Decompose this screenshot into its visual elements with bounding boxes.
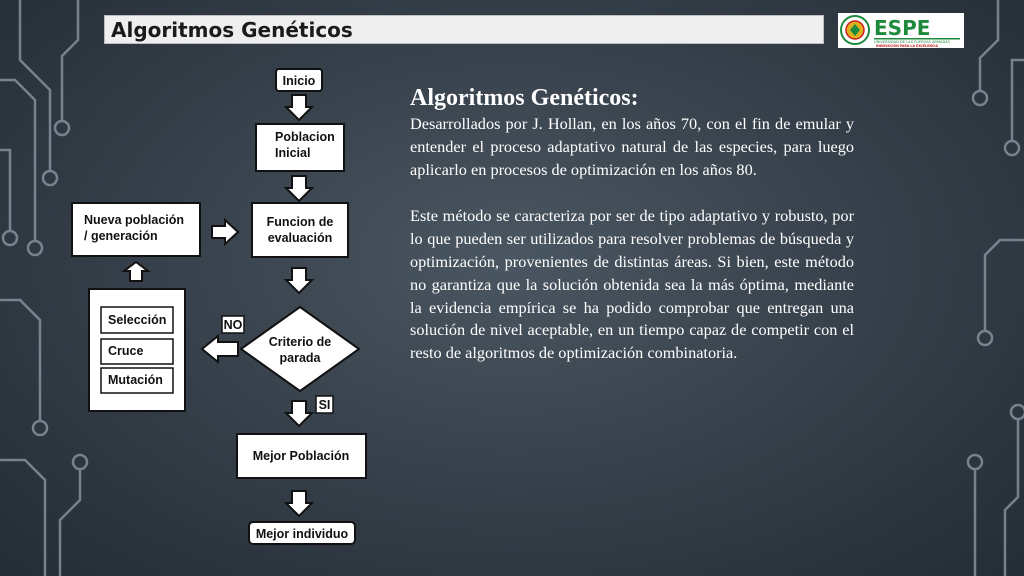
paragraph-2: Este método se caracteriza por ser de ti…: [410, 206, 854, 363]
paragraph-1: Desarrollados por J. Hollan, en los años…: [410, 114, 854, 179]
arrow-down-2: [285, 175, 313, 202]
mutation-label: Mutación: [108, 373, 163, 387]
logo-subtitle: UNIVERSIDAD DE LAS FUERZAS ARMADAS: [874, 40, 951, 44]
logo-text: ESPE: [874, 16, 930, 40]
initial-population-line2: Inicial: [275, 146, 310, 160]
best-individual-node: [248, 521, 356, 545]
initial-population-line1: Poblacion: [275, 130, 335, 144]
arrow-right: [211, 217, 240, 247]
best-population-label: Mejor Población: [253, 449, 350, 463]
new-population-line2: / generación: [84, 229, 158, 243]
content-heading: Algoritmos Genéticos:: [410, 85, 639, 111]
mutation-node: [100, 367, 174, 394]
no-tag: [221, 315, 245, 334]
arrow-down-5: [285, 490, 313, 517]
content-area: Algoritmos Genéticos: Desarrollados por …: [410, 84, 854, 365]
evaluation-line2: evaluación: [268, 231, 333, 245]
best-individual-label: Mejor individuo: [256, 527, 349, 541]
espe-logo: ESPE UNIVERSIDAD DE LAS FUERZAS ARMADAS …: [838, 13, 964, 48]
arrow-down-3: [285, 267, 313, 294]
logo-tagline: INNOVACIÓN PARA LA EXCELENCIA: [876, 43, 938, 48]
arrow-down-4: [285, 400, 313, 427]
evaluation-node: [251, 202, 349, 258]
best-population-node: [236, 433, 367, 479]
crossover-node: [100, 338, 174, 365]
yes-tag: [315, 395, 334, 414]
title-bar: Algoritmos Genéticos: [104, 15, 824, 44]
crossover-label: Cruce: [108, 344, 143, 358]
criteria-line2: parada: [280, 351, 322, 365]
criteria-node: [239, 305, 361, 393]
page-title: Algoritmos Genéticos: [111, 18, 353, 42]
initial-population-node: [255, 123, 345, 172]
start-label: Inicio: [283, 74, 316, 88]
selection-node: [100, 306, 174, 334]
evaluation-line1: Funcion de: [267, 215, 334, 229]
start-node: [275, 68, 323, 92]
yes-tag-label: SI: [319, 398, 331, 412]
arrow-left: [200, 333, 239, 365]
selection-label: Selección: [108, 313, 166, 327]
arrow-up: [121, 260, 151, 282]
new-population-line1: Nueva población: [84, 213, 184, 227]
arrow-down-1: [285, 94, 313, 121]
no-tag-label: NO: [224, 318, 243, 332]
logo-graphic: ESPE UNIVERSIDAD DE LAS FUERZAS ARMADAS …: [840, 15, 960, 48]
new-population-node: [71, 202, 201, 257]
criteria-line1: Criterio de: [269, 335, 332, 349]
